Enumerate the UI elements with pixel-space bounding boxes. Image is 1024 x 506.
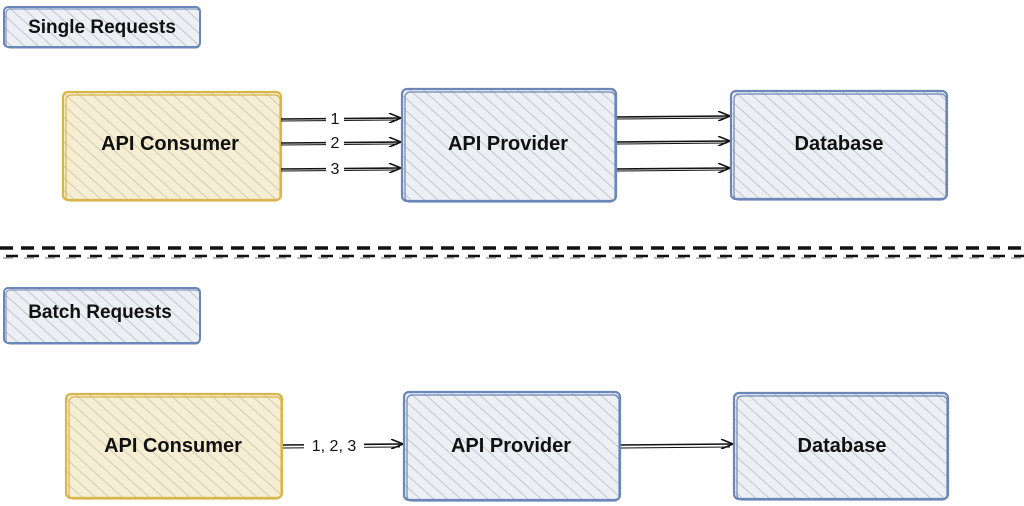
batch-database-node: Database <box>732 391 950 501</box>
single-consumer-node: API Consumer <box>61 90 283 202</box>
batch-db-arrow <box>620 444 732 448</box>
batch-request-arrow: 1, 2, 3 <box>282 434 402 456</box>
batch-provider-label: API Provider <box>451 435 571 457</box>
single-request-label-1: 1 <box>331 111 340 128</box>
single-request-label-2: 2 <box>331 135 340 152</box>
batch-requests-title-box: Batch Requests <box>3 287 201 345</box>
single-provider-node: API Provider <box>400 87 618 203</box>
single-db-arrow-3 <box>616 168 729 171</box>
single-provider-label: API Provider <box>448 133 568 155</box>
single-db-arrow-1 <box>616 116 729 119</box>
batch-requests-section: Batch Requests API Consumer API Provider… <box>3 287 950 502</box>
section-separator <box>0 246 1024 259</box>
single-request-arrow-1: 1 <box>280 108 400 128</box>
single-db-arrow-2 <box>616 141 729 144</box>
single-requests-section: Single Requests API Consumer API Provide… <box>3 6 949 203</box>
single-consumer-label: API Consumer <box>101 133 239 155</box>
single-request-arrow-2: 2 <box>280 132 400 152</box>
batch-consumer-label: API Consumer <box>104 435 242 457</box>
single-request-label-3: 3 <box>331 161 340 178</box>
single-database-label: Database <box>795 133 884 155</box>
single-requests-title: Single Requests <box>28 17 176 38</box>
single-request-arrow-3: 3 <box>280 158 400 178</box>
batch-consumer-node: API Consumer <box>64 392 284 500</box>
single-database-node: Database <box>729 89 949 201</box>
batch-provider-node: API Provider <box>402 390 622 502</box>
batch-requests-title: Batch Requests <box>28 302 172 323</box>
single-requests-title-box: Single Requests <box>3 6 201 49</box>
batch-request-label: 1, 2, 3 <box>312 438 357 455</box>
batch-database-label: Database <box>798 435 887 457</box>
